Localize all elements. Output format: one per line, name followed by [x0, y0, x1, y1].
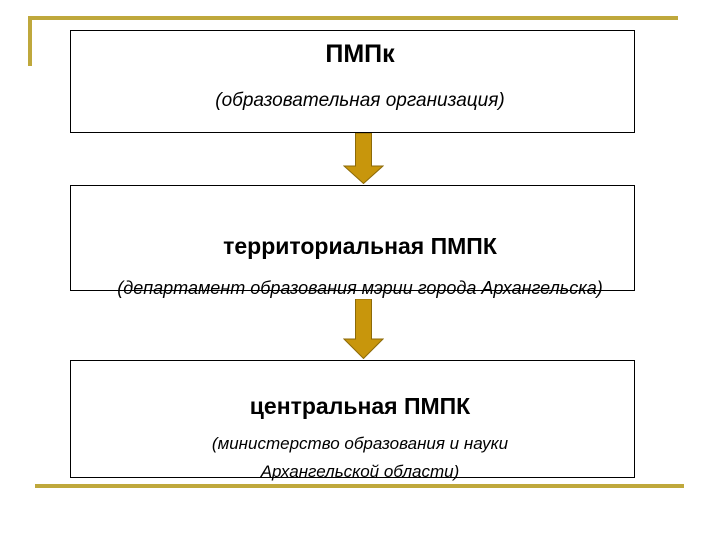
down-arrow-icon [343, 133, 384, 184]
flow-box-level-3-title: центральная ПМПК [249, 393, 471, 419]
flow-box-level-2-title: территориальная ПМПК [223, 233, 497, 259]
decorative-line-top [28, 16, 678, 20]
decorative-line-left-corner [28, 16, 32, 66]
decorative-line-bottom [35, 484, 684, 488]
flow-box-level-3[interactable] [70, 360, 635, 478]
flow-box-level-2-subtitle: (департамент образования мэрии города Ар… [117, 278, 603, 298]
flow-box-level-3-subtitle-line-1: (министерство образования и науки [211, 434, 509, 453]
flow-box-level-1-subtitle: (образовательная организация) [215, 90, 505, 111]
flow-box-level-2[interactable] [70, 185, 635, 291]
flow-box-level-3-subtitle-line-2: Архангельской области) [260, 462, 460, 481]
flow-box-level-1[interactable] [70, 30, 635, 133]
down-arrow-icon [343, 299, 384, 359]
flow-box-level-1-title: ПМПк [325, 40, 395, 68]
